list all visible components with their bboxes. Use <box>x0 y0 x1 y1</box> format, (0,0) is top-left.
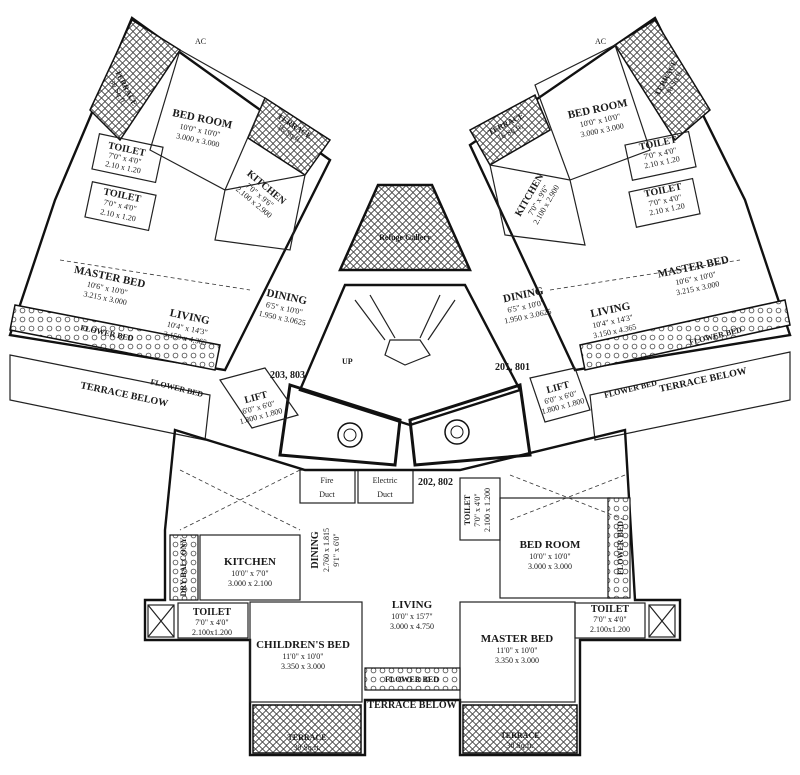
ne-unit-no: 201, 801 <box>495 362 530 373</box>
ne-ac-label: AC <box>595 37 606 46</box>
s-toilet-left-imperial: 7'0" x 4'0" <box>195 618 228 627</box>
nw-ac-label: AC <box>195 37 206 46</box>
childrens-bed <box>249 601 363 703</box>
stair-up-label: UP <box>342 357 353 366</box>
terrace-below-nw <box>9 354 211 441</box>
toilet-ne-b <box>628 177 701 228</box>
toilet-nw-a <box>91 133 164 184</box>
terrace-s-left <box>252 704 362 754</box>
s-flower-mid: FLOWER BED <box>385 675 439 684</box>
fire-duct-line2: Duct <box>319 490 335 499</box>
s-bedroom-metric: 3.000 x 3.000 <box>528 562 572 571</box>
central-core <box>219 183 591 504</box>
terrace-ne-top <box>468 93 551 167</box>
kitchen-s <box>199 534 301 601</box>
toilet-s-left <box>177 602 249 639</box>
fire-duct-line1: Fire <box>321 476 334 485</box>
refuge-gallery <box>338 183 472 272</box>
s-terrace-below: TERRACE BELOW <box>367 700 456 711</box>
s-living-imperial: 10'0" x 15'7" <box>391 612 432 621</box>
s-toilet-right-metric: 2.100x1.200 <box>590 625 630 634</box>
s-flower-right: FLOWER BED <box>616 521 625 575</box>
s-dining-imperial: 9'1" x 6'0" <box>332 533 341 566</box>
s-master-metric: 3.350 x 3.000 <box>495 656 539 665</box>
s-dining-metric: 2.760 x 1.815 <box>322 528 331 572</box>
lobby-left <box>278 383 402 467</box>
flower-bed-nw <box>9 304 221 371</box>
flower-bed-s-right <box>607 497 631 599</box>
s-toilet-v-metric: 2.100 x 1.200 <box>483 488 492 532</box>
ne-flower-bed-2: FLOWER BED <box>603 378 658 400</box>
master-bed-s <box>459 601 576 703</box>
s-kitchen-name: KITCHEN <box>224 556 276 568</box>
s-unit-no: 202, 802 <box>418 477 453 488</box>
kitchen-ne <box>489 164 586 246</box>
lift-ne <box>529 367 591 423</box>
ne-terrace-below: TERRACE BELOW <box>658 366 748 395</box>
nw-unit-no: 203, 803 <box>270 370 305 381</box>
dry-balcony <box>169 534 199 601</box>
s-kitchen-metric: 3.000 x 2.100 <box>228 579 272 588</box>
wing-south <box>143 428 682 757</box>
s-kitchen-imperial: 10'0" x 7'0" <box>231 569 268 578</box>
s-dry-balcony: DRY BALCONY <box>179 537 188 596</box>
s-toilet-left-name: TOILET <box>193 607 231 618</box>
s-bedroom-name: BED ROOM <box>520 539 581 551</box>
kitchen-nw <box>214 174 306 251</box>
refuge-gallery-label: Refuge Gallery <box>379 233 431 242</box>
s-living-metric: 3.000 x 4.750 <box>390 622 434 631</box>
s-bedroom-imperial: 10'0" x 10'0" <box>529 552 570 561</box>
elec-duct-line1: Electric <box>373 476 398 485</box>
toilet-nw-b <box>84 181 157 232</box>
lobby-right <box>408 383 532 467</box>
elec-duct-line2: Duct <box>377 490 393 499</box>
s-children-metric: 3.350 x 3.000 <box>281 662 325 671</box>
s-toilet-right-imperial: 7'0" x 4'0" <box>593 615 626 624</box>
wing-north-east <box>468 16 792 441</box>
s-master-name: MASTER BED <box>481 633 553 645</box>
terrace-s-right <box>462 704 578 754</box>
wing-s-outline <box>143 428 682 757</box>
stair-hall <box>298 283 522 427</box>
flower-bed-ne <box>579 299 791 371</box>
s-toilet-left-metric: 2.100x1.200 <box>192 628 232 637</box>
s-dining-name: DINING <box>310 531 321 568</box>
s-terrace-left-name: TERRACE <box>287 733 326 742</box>
terrace-nw-side <box>89 18 182 142</box>
s-terrace-left-area: 30 Sq.ft. <box>293 743 320 752</box>
s-master-imperial: 11'0" x 10'0" <box>496 646 537 655</box>
bedroom-ne <box>534 44 651 181</box>
s-terrace-right-area: 30 Sq.ft. <box>506 741 533 750</box>
terrace-below-ne <box>589 351 791 441</box>
s-toilet-right-name: TOILET <box>591 604 629 615</box>
s-children-name: CHILDREN'S BED <box>256 639 350 651</box>
flower-bed-s-mid <box>364 667 461 691</box>
terrace-ne-side <box>613 18 711 142</box>
s-children-imperial: 11'0" x 10'0" <box>282 652 323 661</box>
s-living-name: LIVING <box>392 599 433 611</box>
s-terrace-right-name: TERRACE <box>500 731 539 740</box>
s-toilet-v-imperial: 7'0" x 4'0" <box>473 493 482 526</box>
s-toilet-v-name: TOILET <box>463 494 472 525</box>
toilet-ne-a <box>624 130 697 181</box>
wing-north-west <box>8 16 332 441</box>
lift-nw <box>219 367 299 429</box>
